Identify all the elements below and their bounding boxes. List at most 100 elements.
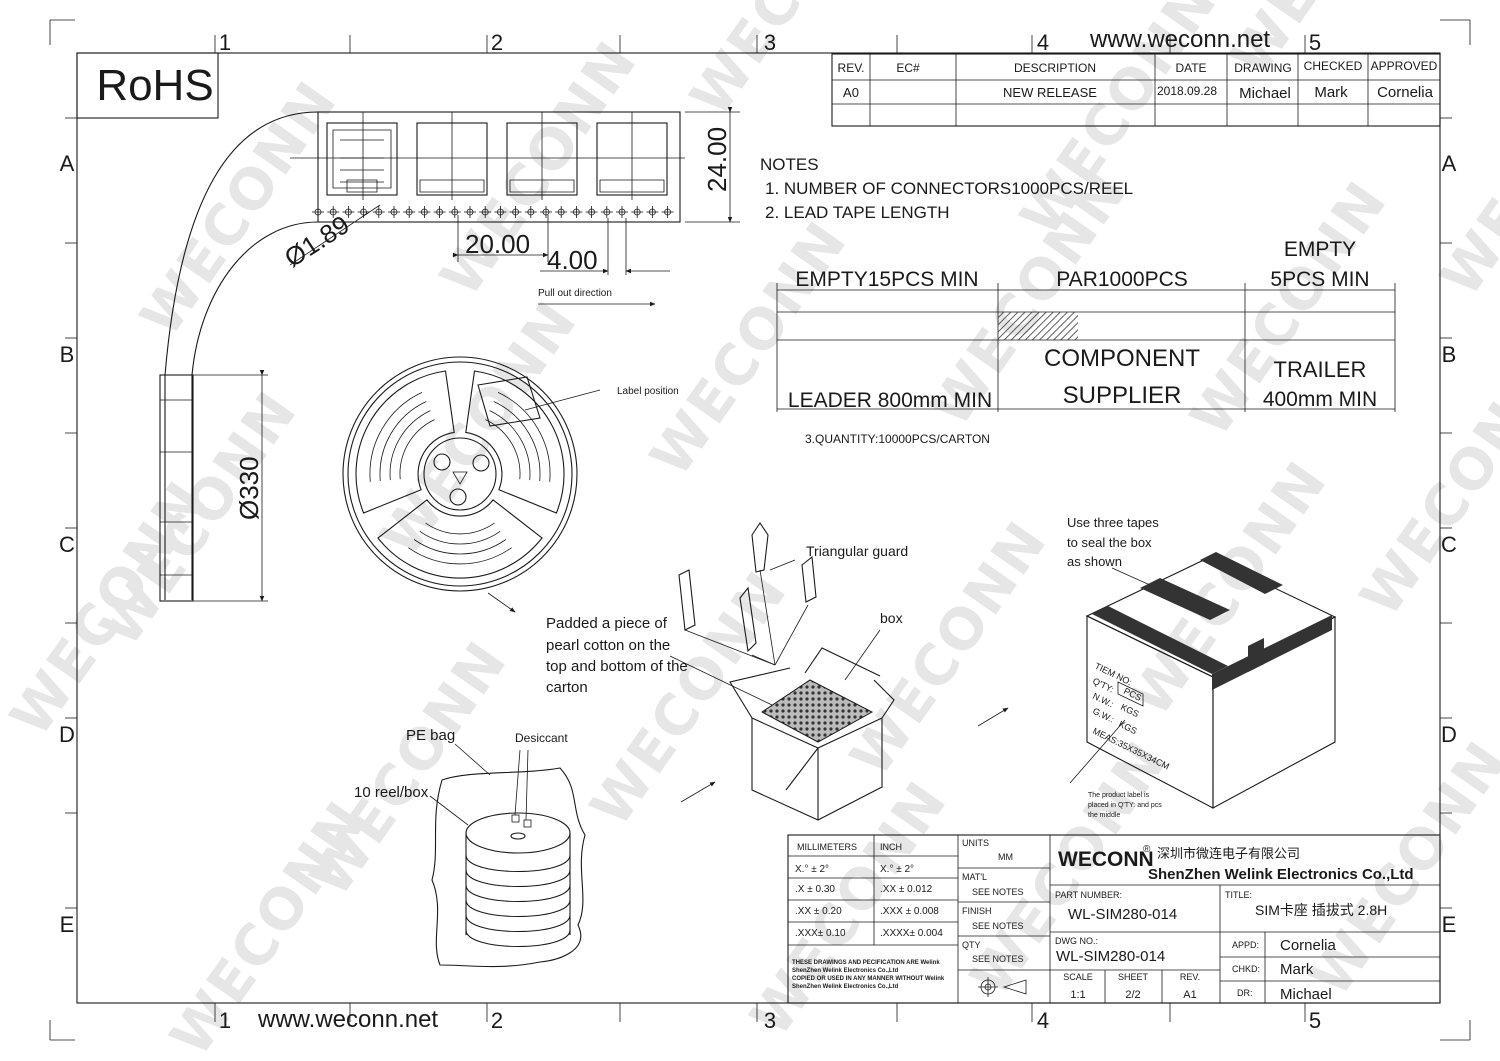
tape-empty-15: EMPTY15PCS MIN bbox=[795, 268, 978, 291]
rev-header-date: DATE bbox=[1175, 61, 1206, 75]
tape-trailer-length: 400mm MIN bbox=[1263, 388, 1377, 411]
reel-window bbox=[377, 499, 543, 579]
disclaimer-1: THESE DRAWINGS AND PECIFICATION ARE Weli… bbox=[792, 960, 940, 966]
dr-value: Michael bbox=[1280, 986, 1332, 1003]
watermark-text: WECONN bbox=[638, 210, 860, 488]
dwg-no-value: WL-SIM280-014 bbox=[1056, 948, 1165, 965]
tol-mm-1: X.° ± 2° bbox=[795, 864, 829, 875]
tol-mm-3: .XX ± 0.20 bbox=[795, 906, 842, 917]
rev-header-ec: EC# bbox=[896, 61, 920, 75]
appd-label: APPD: bbox=[1232, 940, 1259, 950]
disclaimer-4: ShenZhen Welink Electronics Co.,Ltd bbox=[792, 984, 899, 990]
scale-label: SCALE bbox=[1063, 972, 1093, 982]
watermark-text: WECONN bbox=[1428, 30, 1500, 308]
rev-header-approved: APPROVED bbox=[1371, 59, 1438, 73]
reel-window bbox=[465, 370, 565, 514]
reel-front-view: Label position bbox=[342, 356, 679, 613]
carrier-tape-view: 24.00 20.00 4.00 Ø1.89 Pull out directio… bbox=[164, 106, 740, 600]
col-label-bottom-3: 3 bbox=[764, 1008, 776, 1033]
stacked-reel bbox=[465, 929, 571, 947]
sheet-label: SHEET bbox=[1118, 972, 1149, 982]
tol-header-mm: MILLIMETERS bbox=[797, 842, 857, 852]
row-label-left-b: B bbox=[60, 342, 75, 367]
tape-trailer: TRAILER bbox=[1274, 357, 1367, 382]
rev-header-drawing: DRAWING bbox=[1234, 61, 1292, 75]
rev-header-description: DESCRIPTION bbox=[1014, 61, 1096, 75]
drawing-frame bbox=[49, 19, 1471, 1041]
stacked-reel bbox=[465, 884, 571, 902]
tol-header-inch: INCH bbox=[880, 842, 902, 852]
dim-hole-pitch: 4.00 bbox=[547, 245, 598, 275]
notes-title: NOTES bbox=[760, 155, 819, 174]
grid-labels: 1 2 3 4 5 1 2 3 4 5 A B C D E A B C D E bbox=[59, 30, 1457, 1033]
rev-value-drawing: Michael bbox=[1239, 85, 1291, 102]
tol-mm-2: .X ± 0.30 bbox=[795, 884, 835, 895]
units-value: MM bbox=[998, 852, 1013, 862]
watermark-text: WECONN bbox=[0, 470, 220, 748]
col-label-bottom-5: 5 bbox=[1309, 1008, 1321, 1033]
pe-bag-label: PE bag bbox=[406, 727, 455, 744]
title-value: SIM卡座 插拔式 2.8H bbox=[1255, 902, 1387, 918]
rev-value-checked: Mark bbox=[1314, 84, 1348, 101]
col-label-bottom-1: 1 bbox=[219, 1008, 231, 1033]
label-position-text: Label position bbox=[617, 386, 679, 397]
qty-value: SEE NOTES bbox=[972, 954, 1024, 964]
tape-leader: LEADER 800mm MIN bbox=[788, 389, 992, 412]
stacked-reel bbox=[465, 854, 571, 872]
notes-section: NOTES 1. NUMBER OF CONNECTORS1000PCS/REE… bbox=[760, 155, 1133, 446]
stacked-reel bbox=[465, 899, 571, 917]
product-label-note-1: The product label is bbox=[1088, 792, 1150, 799]
sheet-value: 2/2 bbox=[1125, 989, 1140, 1001]
three-tapes-line-1: Use three tapes bbox=[1067, 515, 1159, 530]
triangular-guard-label: Triangular guard bbox=[806, 543, 908, 559]
row-label-left-d: D bbox=[59, 722, 75, 747]
reel-arc bbox=[493, 401, 541, 482]
chkd-value: Mark bbox=[1280, 961, 1314, 978]
watermark-text: WECONN bbox=[678, 0, 900, 128]
note-3-quantity: 3.QUANTITY:10000PCS/CARTON bbox=[805, 432, 990, 446]
finish-label: FINISH bbox=[962, 906, 992, 916]
col-label-top-2: 2 bbox=[491, 30, 503, 55]
col-label-top-5: 5 bbox=[1309, 30, 1321, 55]
row-label-right-e: E bbox=[1442, 912, 1457, 937]
lead-tape-diagram: EMPTY15PCS MIN PAR1000PCS EMPTY 5PCS MIN… bbox=[776, 238, 1396, 412]
rev-header-rev: REV. bbox=[838, 61, 865, 75]
col-label-bottom-2: 2 bbox=[491, 1008, 503, 1033]
website-bottom: www.weconn.net bbox=[257, 1006, 438, 1033]
rev-header-checked: CHECKED bbox=[1304, 59, 1363, 73]
reel-arc bbox=[419, 530, 501, 545]
tape-empty-label: EMPTY bbox=[1284, 238, 1356, 261]
note-1: 1. NUMBER OF CONNECTORS1000PCS/REEL bbox=[765, 179, 1133, 198]
reel-arc bbox=[379, 401, 427, 482]
tape-empty-5: 5PCS MIN bbox=[1270, 268, 1369, 291]
tape-component: COMPONENT bbox=[1044, 345, 1200, 372]
watermark-text: WECONN bbox=[368, 290, 590, 568]
three-tapes-line-2: to seal the box bbox=[1067, 535, 1152, 550]
pull-out-direction-label: Pull out direction bbox=[538, 288, 612, 299]
note-2: 2. LEAD TAPE LENGTH bbox=[765, 203, 950, 222]
padded-line-2: pearl cotton on the bbox=[546, 637, 670, 654]
reel-window bbox=[355, 370, 455, 514]
reel-arc bbox=[489, 410, 531, 481]
chkd-label: CHKD: bbox=[1232, 964, 1260, 974]
dim-tape-width: 24.00 bbox=[702, 127, 732, 192]
registered-mark: ® bbox=[1143, 844, 1151, 855]
three-tapes-line-3: as shown bbox=[1067, 554, 1122, 569]
tol-inch-3: .XXX ± 0.008 bbox=[880, 906, 939, 917]
projection-symbol-icon bbox=[978, 977, 1027, 997]
watermark-text: WECONN bbox=[428, 30, 650, 308]
sprocket-holes bbox=[312, 206, 674, 218]
qty-label: QTY bbox=[962, 940, 981, 950]
website-top: www.weconn.net bbox=[1089, 26, 1270, 53]
tape-par-1000: PAR1000PCS bbox=[1056, 268, 1188, 291]
dwg-no-label: DWG NO.: bbox=[1055, 936, 1098, 946]
rohs-badge: RoHS bbox=[76, 52, 219, 119]
product-label-note-2: placed in Q'TY: and pcs bbox=[1088, 802, 1162, 809]
dim-reel-diameter: Ø330 bbox=[234, 456, 264, 520]
row-label-left-c: C bbox=[59, 532, 75, 557]
reel-arc bbox=[408, 547, 512, 565]
company-logo: WECONN bbox=[1058, 848, 1154, 871]
col-label-top-1: 1 bbox=[219, 30, 231, 55]
rohs-label: RoHS bbox=[96, 61, 213, 110]
